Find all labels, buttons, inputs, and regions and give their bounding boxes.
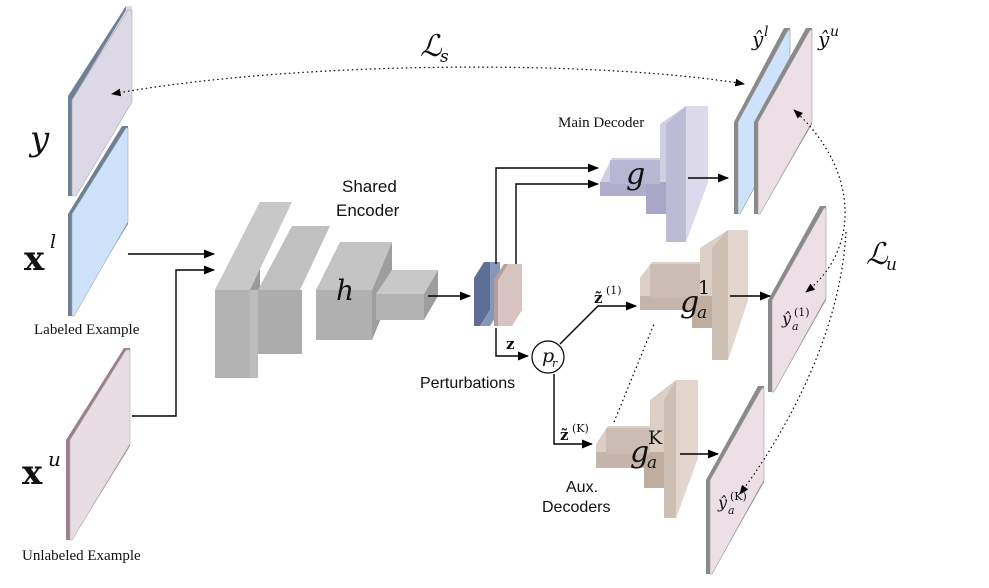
svg-text:z̃: z̃ xyxy=(594,289,603,307)
svg-text:ℒ: ℒ xyxy=(866,237,889,272)
loss-s-curve xyxy=(111,66,745,97)
label-shared-encoder-1: Shared xyxy=(342,177,397,196)
label-x-l: x l xyxy=(24,231,56,279)
label-h: h xyxy=(336,274,354,307)
svg-text:p: p xyxy=(542,345,554,367)
svg-text:s: s xyxy=(440,47,449,67)
svg-text:r: r xyxy=(552,357,558,370)
label-aux-2: Decoders xyxy=(542,499,610,516)
arrow-perturbation-to-aux-k xyxy=(553,374,594,449)
label-z: z xyxy=(506,335,515,353)
arrow-unlabeled-to-encoder xyxy=(132,265,216,417)
svg-text:(K): (K) xyxy=(572,422,589,435)
shared-encoder xyxy=(215,202,438,378)
svg-text:x: x xyxy=(24,239,45,279)
label-plane-y xyxy=(68,6,133,197)
label-y-hat-a-k: ŷ a (K) xyxy=(717,490,747,517)
label-loss-s: ℒ s xyxy=(420,29,449,67)
svg-text:1: 1 xyxy=(698,277,710,299)
arrow-z-to-main-decoder-2 xyxy=(515,179,600,264)
arrow-z-to-perturbation xyxy=(495,328,530,361)
latent-feature-maps xyxy=(474,262,522,326)
aux-prediction-k-plane xyxy=(706,386,765,575)
svg-text:g: g xyxy=(680,285,699,320)
svg-text:ŷ: ŷ xyxy=(781,309,792,328)
label-y: y xyxy=(28,119,50,159)
svg-text:u: u xyxy=(48,447,61,471)
label-loss-u: ℒ u xyxy=(866,237,897,275)
label-shared-encoder-2: Encoder xyxy=(336,201,400,220)
svg-text:a: a xyxy=(647,453,657,473)
svg-text:K: K xyxy=(648,427,663,449)
svg-text:ŷ: ŷ xyxy=(751,27,764,51)
svg-text:l: l xyxy=(764,24,768,40)
label-z-tilde-1: z̃ (1) xyxy=(594,284,622,307)
aux-decoder-1-block xyxy=(640,230,748,360)
label-perturbations: Perturbations xyxy=(420,375,515,392)
svg-text:a: a xyxy=(728,504,735,517)
svg-text:(1): (1) xyxy=(794,306,810,319)
svg-text:ŷ: ŷ xyxy=(717,493,728,512)
label-labeled-example: Labeled Example xyxy=(34,322,140,338)
svg-text:u: u xyxy=(886,255,897,275)
dotted-aux-link xyxy=(613,323,655,423)
svg-text:ℒ: ℒ xyxy=(420,29,443,64)
aux-prediction-1-plane xyxy=(768,206,827,393)
aux-decoder-k-block xyxy=(596,380,698,518)
label-y-hat-u: ŷ u xyxy=(817,24,839,51)
arrow-z-to-main-decoder-1 xyxy=(495,163,600,264)
svg-text:ŷ: ŷ xyxy=(817,27,830,51)
loss-u-curve-2 xyxy=(739,231,847,495)
svg-text:g: g xyxy=(630,435,649,470)
label-aux-1: Aux. xyxy=(566,479,598,496)
label-y-hat-a-1: ŷ a (1) xyxy=(781,306,810,333)
label-g: g xyxy=(626,157,645,192)
loss-u-curve-1 xyxy=(793,109,846,293)
svg-text:z̃: z̃ xyxy=(560,426,569,444)
svg-text:u: u xyxy=(830,24,839,40)
label-unlabeled-example: Unlabeled Example xyxy=(22,548,141,564)
svg-text:x: x xyxy=(22,453,43,493)
label-g-a-1: g a 1 xyxy=(680,277,710,323)
label-y-hat-l: ŷ l xyxy=(751,24,768,51)
unlabeled-input-plane xyxy=(66,348,131,541)
label-x-u: x u xyxy=(22,447,61,493)
labeled-input-plane xyxy=(68,126,129,317)
label-z-tilde-k: z̃ (K) xyxy=(560,422,589,444)
perturbation-node: p r xyxy=(531,340,565,374)
svg-text:a: a xyxy=(697,303,707,323)
label-main-decoder: Main Decoder xyxy=(558,115,644,131)
svg-text:a: a xyxy=(792,320,799,333)
connections xyxy=(111,66,847,495)
arrow-perturbation-to-aux-1 xyxy=(559,301,638,345)
main-decoder-block xyxy=(600,106,708,242)
svg-text:l: l xyxy=(50,231,56,253)
label-g-a-k: g a K xyxy=(630,427,663,473)
svg-text:(1): (1) xyxy=(606,284,622,297)
svg-text:(K): (K) xyxy=(730,490,747,503)
